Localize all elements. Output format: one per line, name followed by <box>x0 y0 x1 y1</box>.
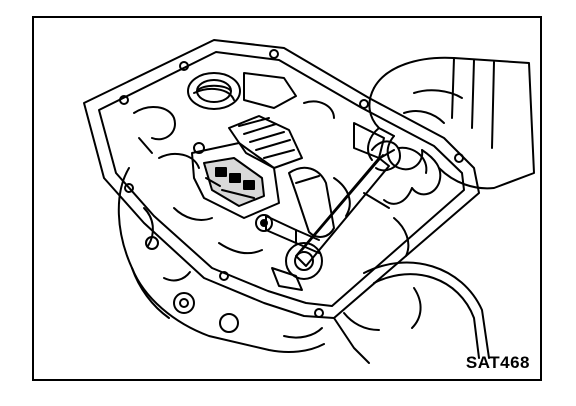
oil-strainer <box>228 115 303 169</box>
transmission-case <box>117 167 325 353</box>
transmission-valve-body-illustration <box>83 39 535 364</box>
case-internal-ribs <box>133 72 428 291</box>
figure-reference-code: SAT468 <box>465 353 530 372</box>
wrench-tool <box>285 140 401 280</box>
fitting-bolt <box>255 214 320 254</box>
oil-pan-flange <box>83 39 480 319</box>
valve-body <box>191 142 280 219</box>
figure-frame: SAT468 <box>32 16 542 381</box>
hose <box>363 261 490 359</box>
guide-plate <box>288 166 335 238</box>
case-lower-right <box>333 287 422 364</box>
piston-bore <box>187 72 241 110</box>
technician-hand <box>367 56 535 205</box>
